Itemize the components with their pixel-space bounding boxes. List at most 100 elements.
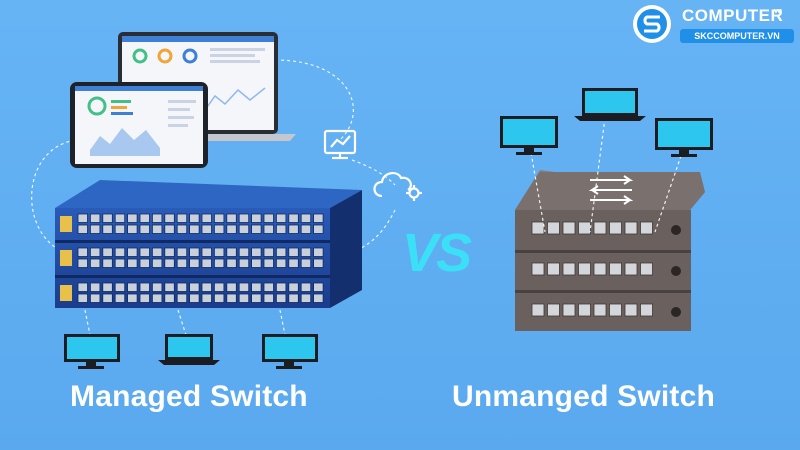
- switch-port: [300, 258, 312, 268]
- switch-port: [609, 221, 622, 235]
- switch-port: [102, 224, 113, 234]
- switch-label-tag: [60, 285, 72, 301]
- brand-url: SKCCOMPUTER.VN: [680, 29, 794, 43]
- switch-port: [201, 258, 212, 268]
- versus-text: VS: [402, 223, 472, 283]
- switch-port: [288, 293, 299, 303]
- tablet-icon: [70, 82, 208, 168]
- switch-port: [102, 213, 113, 223]
- switch-port: [251, 247, 262, 257]
- switch-port: [288, 213, 299, 223]
- brand-word: COMPUTER: [682, 6, 784, 25]
- switch-port: [164, 247, 175, 257]
- switch-port: [102, 282, 113, 292]
- switch-port: [313, 247, 324, 257]
- switch-port: [288, 282, 299, 292]
- switch-port: [77, 293, 88, 303]
- switch-port: [164, 293, 175, 303]
- switch-port: [578, 262, 591, 276]
- switch-port: [189, 293, 200, 303]
- switch-port: [201, 293, 212, 303]
- switch-port: [593, 262, 607, 276]
- switch-port: [226, 224, 237, 234]
- monitor-chart-icon: [323, 129, 357, 160]
- switch-port: [275, 258, 287, 268]
- desktop-monitor-icon: [500, 116, 558, 155]
- switch-port: [90, 282, 101, 292]
- switch-port: [275, 293, 287, 303]
- switch-port: [263, 213, 274, 223]
- switch-port: [201, 213, 212, 223]
- switch-port: [127, 247, 138, 257]
- switch-port: [300, 282, 312, 292]
- switch-port: [609, 303, 622, 317]
- switch-port: [77, 282, 88, 292]
- switch-port: [624, 221, 638, 235]
- switch-port: [127, 282, 138, 292]
- switch-port: [151, 293, 163, 303]
- switch-port: [102, 247, 113, 257]
- managed-switch-title: Managed Switch: [70, 380, 308, 413]
- switch-port: [201, 224, 212, 234]
- switch-port: [189, 247, 200, 257]
- switch-port: [562, 303, 576, 317]
- switch-port: [176, 282, 188, 292]
- switch-port: [263, 293, 274, 303]
- switch-port: [640, 221, 653, 235]
- brand-suffix: .vn: [772, 8, 783, 15]
- switch-port: [226, 213, 237, 223]
- switch-port: [90, 224, 101, 234]
- switch-port: [176, 224, 188, 234]
- switch-port: [593, 303, 607, 317]
- switch-port: [164, 213, 175, 223]
- switch-port: [263, 224, 274, 234]
- switch-port: [139, 224, 150, 234]
- desktop-monitor-icon: [262, 334, 318, 369]
- switch-port: [151, 247, 163, 257]
- switch-port: [77, 224, 88, 234]
- switch-port: [90, 247, 101, 257]
- switch-port: [90, 258, 101, 268]
- switch-port: [251, 213, 262, 223]
- switch-port: [251, 258, 262, 268]
- switch-port: [238, 293, 250, 303]
- switch-port: [313, 213, 324, 223]
- managed-switch-stack: [55, 180, 362, 308]
- switch-port: [151, 213, 163, 223]
- switch-port: [288, 224, 299, 234]
- switch-port: [238, 213, 250, 223]
- switch-port: [640, 303, 653, 317]
- cloud-gear-icon: [373, 172, 422, 201]
- switch-port: [275, 213, 287, 223]
- unmanaged-connection-lines: [529, 117, 684, 233]
- switch-port: [102, 293, 113, 303]
- switch-port: [164, 282, 175, 292]
- switch-port: [300, 247, 312, 257]
- switch-label-tag: [60, 216, 72, 232]
- switch-port: [226, 258, 237, 268]
- switch-port: [531, 303, 545, 317]
- switch-port: [127, 224, 138, 234]
- switch-port: [164, 224, 175, 234]
- switch-port: [77, 213, 88, 223]
- switch-port: [238, 247, 250, 257]
- switch-port: [313, 293, 324, 303]
- switch-port: [313, 258, 324, 268]
- switch-port: [201, 247, 212, 257]
- switch-port: [275, 224, 287, 234]
- unmanaged-switch-title: Unmanged Switch: [452, 380, 716, 413]
- switch-port: [226, 293, 237, 303]
- switch-port: [640, 262, 653, 276]
- switch-port: [90, 293, 101, 303]
- switch-port: [139, 282, 150, 292]
- switch-port: [114, 247, 126, 257]
- switch-port: [288, 258, 299, 268]
- switch-port: [176, 213, 188, 223]
- switch-port: [609, 262, 622, 276]
- brand-logo-icon: [633, 5, 671, 43]
- switch-label-tag: [60, 250, 72, 266]
- desktop-monitor-icon: [64, 334, 120, 369]
- switch-port: [313, 282, 324, 292]
- switch-port: [300, 213, 312, 223]
